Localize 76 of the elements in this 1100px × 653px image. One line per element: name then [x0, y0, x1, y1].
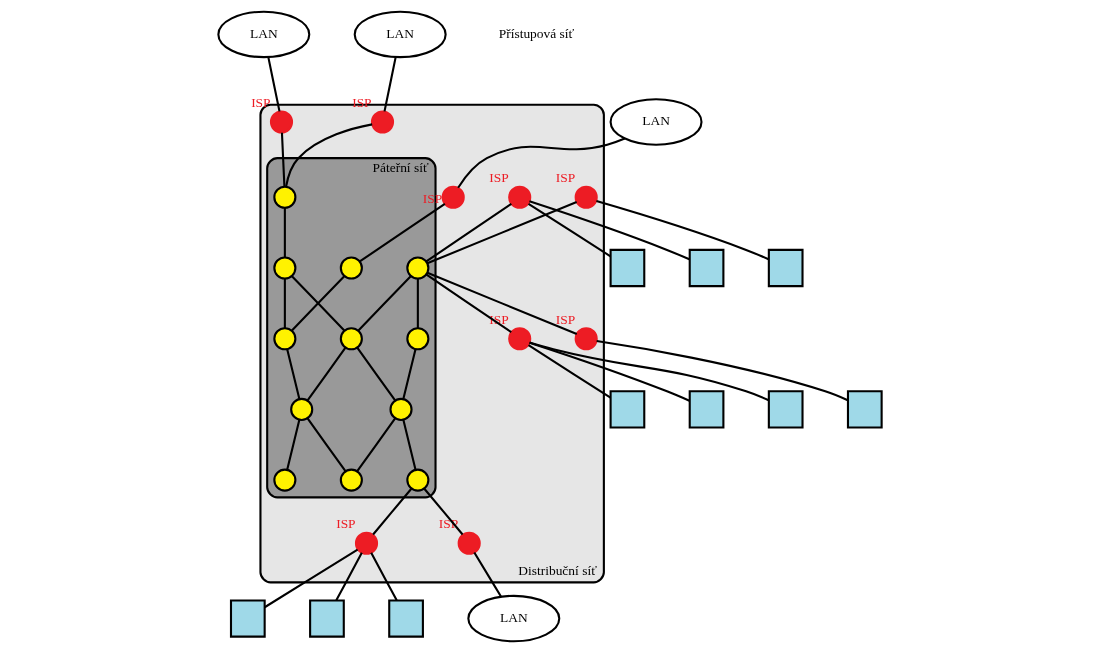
node-box — [229, 599, 266, 638]
connector — [383, 56, 397, 112]
node-circle — [441, 185, 465, 209]
node-label: ISP — [555, 170, 576, 186]
connector — [283, 278, 286, 328]
node-circle — [273, 185, 297, 209]
node-box — [388, 599, 424, 638]
connector — [425, 273, 512, 333]
node-circle — [273, 256, 297, 280]
node-circle — [290, 397, 314, 421]
connector — [527, 202, 612, 258]
node-ellipse: LAN — [609, 98, 703, 146]
connector — [356, 347, 396, 401]
node-ellipse: LAN — [353, 10, 447, 59]
connector — [285, 123, 373, 188]
connector — [426, 201, 578, 265]
connector — [280, 132, 286, 187]
connector — [457, 137, 626, 189]
node-ellipse: LAN — [467, 594, 561, 643]
node-circle — [389, 397, 413, 421]
node-box — [309, 599, 345, 638]
connector — [264, 548, 359, 609]
node-circle — [273, 468, 297, 492]
node-box — [767, 248, 804, 288]
connector — [306, 417, 347, 472]
node-circle — [574, 327, 598, 351]
connector — [423, 488, 464, 536]
connector — [529, 341, 690, 402]
connector — [372, 488, 413, 536]
node-box — [846, 390, 883, 429]
connector — [283, 208, 286, 258]
node-circle — [508, 327, 532, 351]
node-circle — [354, 531, 379, 555]
connector — [286, 348, 301, 400]
connector — [529, 200, 690, 261]
node-circle — [406, 327, 430, 351]
node-circle — [269, 110, 294, 134]
node-circle — [406, 256, 430, 280]
node-circle — [273, 327, 297, 351]
node-label: ISP — [489, 311, 509, 327]
connector — [416, 278, 419, 328]
connector — [267, 56, 281, 112]
connector — [356, 417, 396, 472]
node-circle — [339, 327, 363, 351]
node-ellipse: LAN — [217, 10, 311, 59]
connector — [596, 200, 769, 261]
label: Přístupová síť — [498, 25, 575, 41]
node-box — [688, 248, 725, 288]
connector — [527, 344, 612, 399]
connector — [427, 271, 578, 335]
connector — [596, 340, 849, 402]
connector — [286, 419, 301, 470]
connector — [357, 275, 412, 332]
node-circle — [406, 468, 430, 492]
node-label: ISP — [555, 311, 576, 327]
connector — [402, 419, 417, 470]
node-circle — [574, 185, 598, 209]
node-circle — [370, 110, 395, 134]
connector — [359, 202, 446, 263]
connector — [306, 347, 347, 401]
connector — [335, 552, 363, 601]
node-box — [688, 390, 725, 429]
connector — [402, 348, 417, 400]
connector — [425, 202, 512, 263]
connector — [529, 341, 770, 402]
node-circle — [508, 185, 532, 209]
connector — [370, 552, 398, 601]
node-label: ISP — [489, 170, 509, 186]
node-box — [767, 390, 804, 429]
node-circle — [339, 256, 363, 280]
node-box — [609, 390, 646, 429]
node-box — [609, 248, 646, 288]
node-circle — [457, 531, 481, 555]
node-label: ISP — [336, 516, 356, 532]
node-circle — [339, 468, 363, 492]
connector — [473, 552, 502, 598]
